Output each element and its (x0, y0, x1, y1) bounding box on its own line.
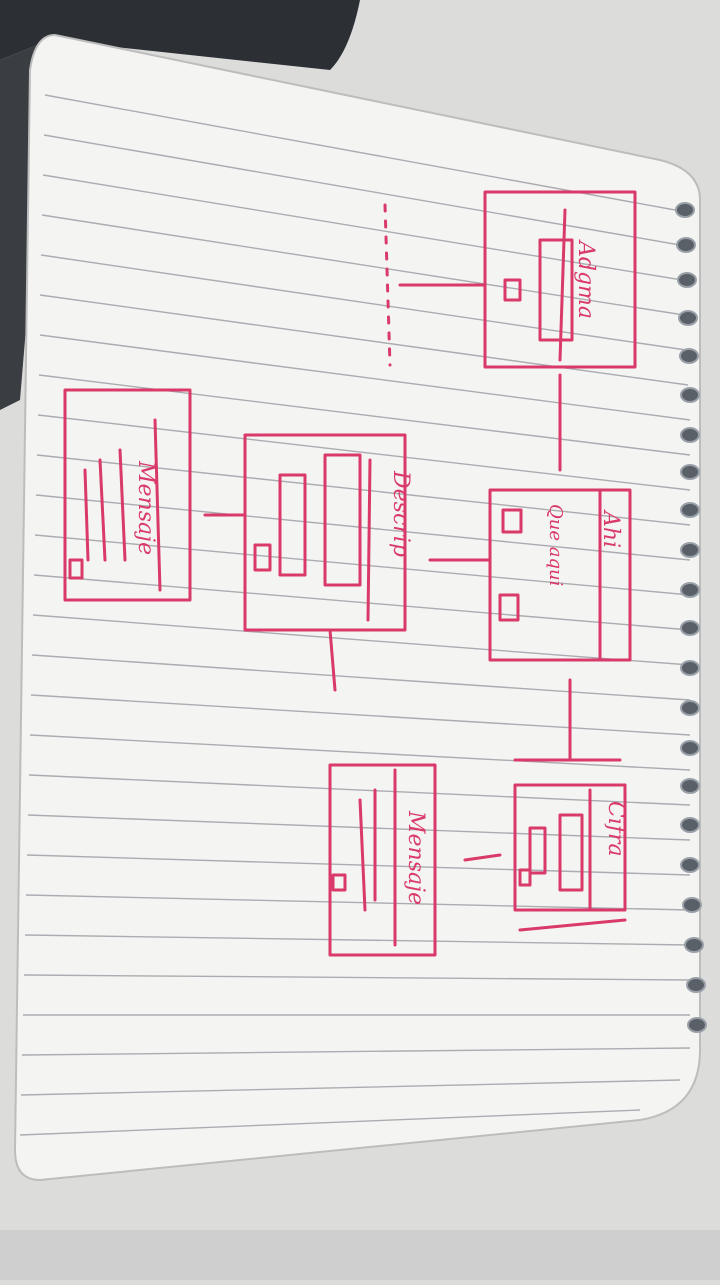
sketch-screen-middle (243, 433, 407, 632)
label-middle-screen: Descrip (388, 471, 413, 557)
sketch-content-block (538, 238, 574, 342)
sketch-screen-top (483, 190, 637, 369)
sketch-screen-right (513, 783, 627, 912)
wireframe-sketch (63, 190, 637, 957)
label-right-screen: Cifra (603, 801, 628, 857)
label-center-screen: Ahi (598, 511, 623, 549)
ruled-lines (19, 94, 691, 1136)
laptop-edge (0, 1230, 720, 1280)
notebook-page (13, 33, 701, 1182)
spiral-binding (675, 202, 707, 1033)
sketch-screen-center (488, 488, 632, 662)
label-bottom-left-screen: Mensaje (133, 461, 158, 555)
sketch-screen-bottom-left (63, 388, 192, 602)
sketch-screen-left (328, 763, 437, 957)
label-left-screen: Mensaje (403, 811, 428, 905)
label-center-text: Que aqui (545, 504, 566, 587)
dark-object (0, 0, 360, 70)
label-top-screen: Adgma (573, 241, 598, 320)
